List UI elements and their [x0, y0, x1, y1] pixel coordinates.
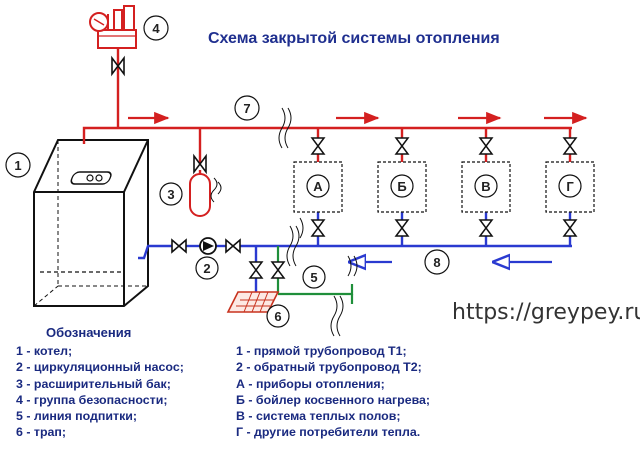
consumer-units [293, 161, 595, 213]
callout-markers: 1 2 3 4 5 6 7 8 [5, 15, 450, 328]
legend-item-supply-pipe: 1 - прямой трубопровод Т1; [236, 344, 407, 358]
legend-item-makeup-line: 5 - линия подпитки; [16, 409, 138, 424]
safety-group [89, 5, 137, 77]
return-pipe-t2 [138, 212, 572, 292]
supply-pipe-t1 [82, 48, 572, 164]
legend-heading: Обозначения [46, 325, 132, 340]
legend-item-drain: 6 - трап; [16, 425, 67, 440]
legend-equipment: 1 - котел; 2 - циркуляционный насос; 3 -… [16, 343, 184, 441]
legend-item-return-pipe: 2 - обратный трубопровод Т2; [236, 360, 422, 375]
legend-item-pump: 2 - циркуляционный насос; [16, 360, 184, 375]
circulation-pump [171, 237, 241, 255]
legend-item-safety-group: 4 - группа безопасности; [16, 392, 168, 407]
pipe-break-marks [278, 107, 358, 337]
legend-item-expansion-tank: 3 - расширительный бак; [16, 376, 171, 391]
makeup-valve [270, 261, 286, 279]
drain-valve [248, 261, 264, 279]
expansion-tank [189, 153, 222, 217]
legend-item-other-consumers: Г - другие потребители тепла. [236, 425, 421, 440]
legend-item-boiler-indirect: Б - бойлер косвенного нагрева; [236, 392, 431, 407]
callout-8: 8 [433, 255, 440, 270]
consumer-valves [310, 137, 578, 237]
callout-4: 4 [152, 21, 160, 36]
callout-3: 3 [167, 187, 174, 202]
consumer-label-g: Г [566, 179, 574, 194]
consumer-labels: А Б В Г [306, 174, 582, 198]
consumer-label-b: Б [397, 179, 406, 194]
boiler-control-panel [70, 171, 112, 185]
legend-pipes-consumers: 1 - прямой трубопровод Т1; 2 - обратный … [236, 343, 430, 441]
drain-grate [226, 291, 280, 313]
callout-6: 6 [274, 309, 281, 324]
website-url: https://greypey.ru/ [452, 300, 640, 325]
callout-7: 7 [243, 101, 250, 116]
callout-5: 5 [310, 270, 317, 285]
boiler [33, 139, 149, 307]
legend-item-boiler: 1 - котел; [16, 344, 73, 358]
consumer-label-v: В [481, 179, 490, 194]
legend-item-floor-heating: В - система теплых полов; [236, 409, 401, 424]
callout-2: 2 [203, 261, 210, 276]
legend-item-heaters: А - приборы отопления; [236, 376, 385, 391]
consumer-label-a: А [313, 179, 323, 194]
callout-1: 1 [14, 158, 21, 173]
diagram-title: Схема закрытой системы отопления [208, 30, 500, 47]
